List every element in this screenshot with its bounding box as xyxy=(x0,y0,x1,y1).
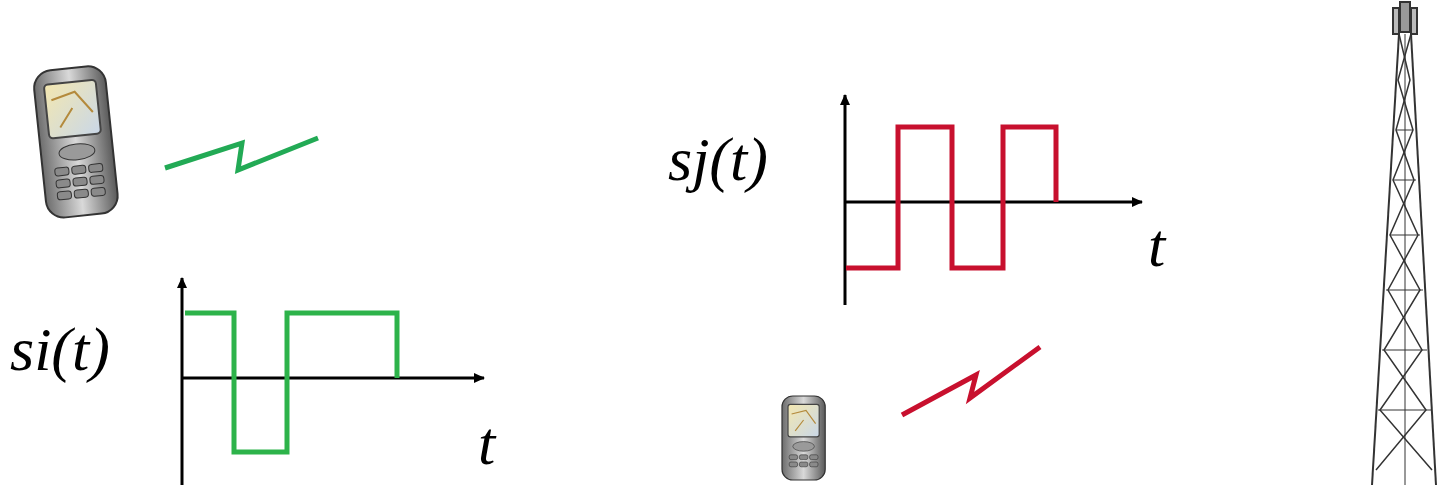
signal-waveform xyxy=(185,313,397,452)
signal-waveform xyxy=(846,127,1056,268)
radio-link xyxy=(902,347,1040,415)
signal-axes xyxy=(845,95,1142,305)
signal-name: si(t) xyxy=(10,318,110,380)
axis-label: t xyxy=(1148,214,1165,276)
axis-label: t xyxy=(478,412,495,474)
signal-axes xyxy=(182,278,484,485)
radio-link xyxy=(165,138,318,170)
base-station-tower xyxy=(1372,2,1436,485)
mobile-phone xyxy=(782,396,825,480)
signal-name: sj(t) xyxy=(668,128,768,190)
mobile-phone xyxy=(32,65,119,220)
